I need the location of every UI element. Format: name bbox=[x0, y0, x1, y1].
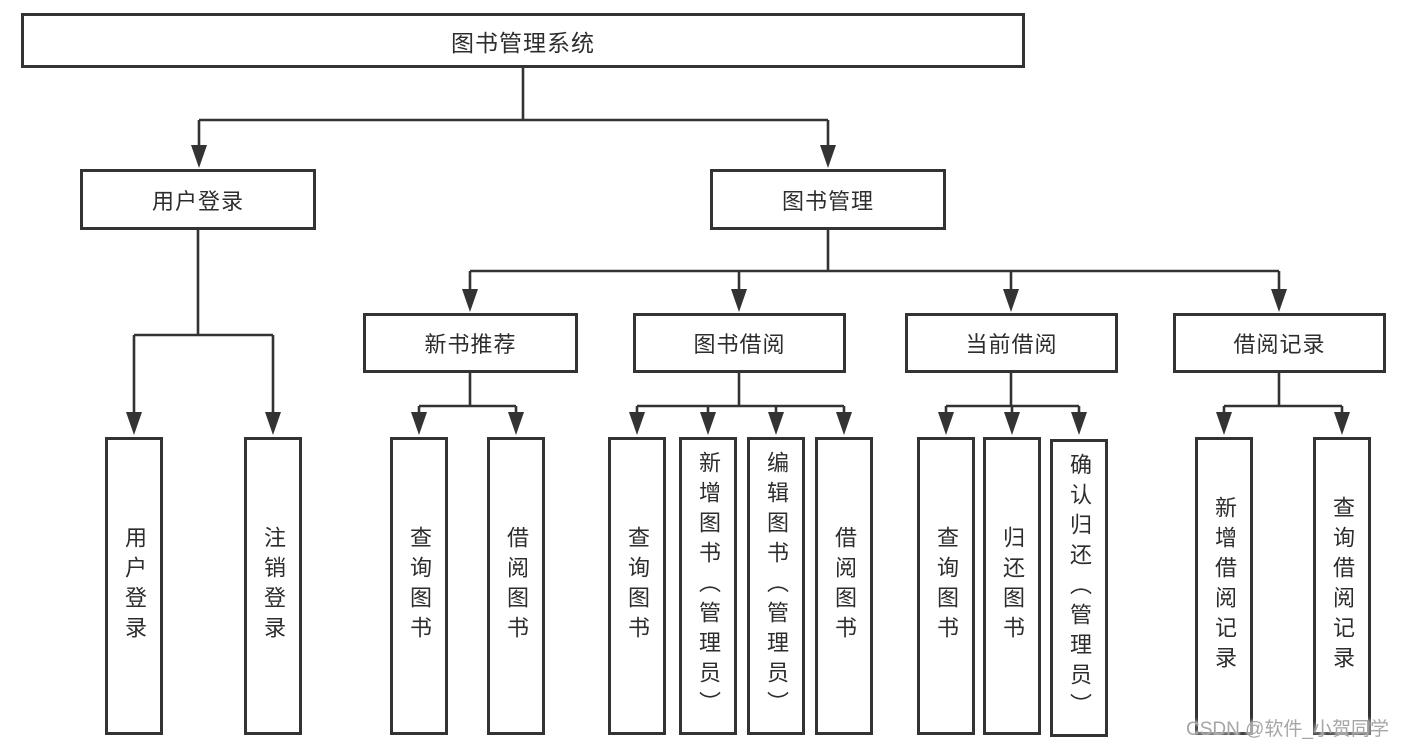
node-user-login: 用户登录 bbox=[80, 169, 316, 230]
node-label: 借阅图书 bbox=[504, 526, 529, 646]
leaf-confirm-return-admin: 确认归还（管理员） bbox=[1050, 439, 1108, 737]
node-label: 查询图书 bbox=[407, 526, 432, 646]
leaf-return-books: 归还图书 bbox=[983, 437, 1041, 735]
node-label: 新书推荐 bbox=[424, 332, 517, 357]
node-label: 归还图书 bbox=[1000, 526, 1025, 646]
leaf-logout: 注销登录 bbox=[244, 437, 302, 735]
node-label: 查询图书 bbox=[625, 526, 650, 646]
leaf-edit-book-admin: 编辑图书（管理员） bbox=[747, 437, 805, 735]
leaf-query-borrow-record: 查询借阅记录 bbox=[1313, 437, 1371, 735]
leaf-recommend-query-books: 查询图书 bbox=[390, 437, 448, 735]
node-label: 用户登录 bbox=[151, 188, 244, 214]
node-label: 新增借阅记录 bbox=[1212, 496, 1237, 676]
leaf-add-borrow-record: 新增借阅记录 bbox=[1195, 437, 1253, 735]
node-label: 借阅记录 bbox=[1233, 332, 1326, 357]
leaf-user-login: 用户登录 bbox=[105, 437, 163, 735]
leaf-borrowing-borrow-books: 借阅图书 bbox=[815, 437, 873, 735]
node-label: 查询图书 bbox=[934, 526, 959, 646]
node-label: 图书借阅 bbox=[693, 332, 786, 357]
leaf-current-query-books: 查询图书 bbox=[917, 437, 975, 735]
watermark-text: CSDN @软件_小贺同学 bbox=[1186, 719, 1389, 740]
node-borrowing-records: 借阅记录 bbox=[1173, 313, 1386, 373]
node-label: 图书管理系统 bbox=[451, 29, 595, 56]
node-label: 用户登录 bbox=[122, 526, 147, 646]
leaf-borrowing-query-books: 查询图书 bbox=[608, 437, 666, 735]
node-book-management-system: 图书管理系统 bbox=[21, 13, 1025, 68]
node-label: 图书管理 bbox=[781, 188, 874, 214]
node-current-borrowing: 当前借阅 bbox=[905, 313, 1118, 373]
node-book-management: 图书管理 bbox=[710, 169, 946, 230]
node-book-borrowing: 图书借阅 bbox=[633, 313, 846, 373]
node-label: 查询借阅记录 bbox=[1330, 496, 1355, 676]
node-label: 借阅图书 bbox=[832, 526, 857, 646]
node-label: 确认归还（管理员） bbox=[1067, 453, 1092, 723]
node-label: 注销登录 bbox=[261, 526, 286, 646]
node-label: 新增图书（管理员） bbox=[696, 451, 721, 721]
node-label: 当前借阅 bbox=[965, 332, 1058, 357]
leaf-recommend-borrow-books: 借阅图书 bbox=[487, 437, 545, 735]
node-new-book-recommendation: 新书推荐 bbox=[363, 313, 578, 373]
leaf-add-book-admin: 新增图书（管理员） bbox=[679, 437, 737, 735]
node-label: 编辑图书（管理员） bbox=[764, 451, 789, 721]
